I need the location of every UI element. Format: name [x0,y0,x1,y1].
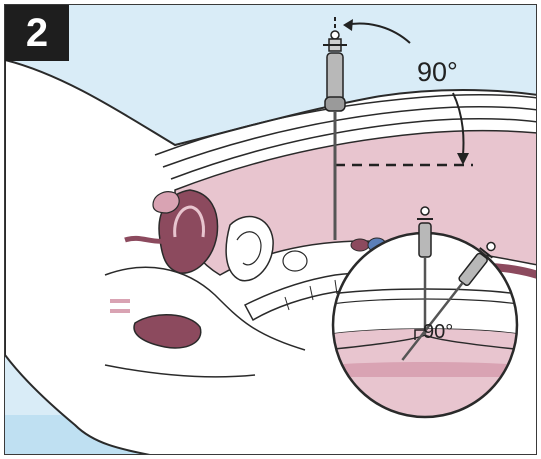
illustration-frame: 2 90° 90° [4,4,537,455]
curved-arrow-icon [345,24,410,43]
angle-label-main: 90° [417,57,458,88]
step-number-badge: 2 [5,5,69,61]
vessel [351,239,369,251]
curved-arrow-head [343,19,353,31]
fallopian-tube [125,238,165,241]
intestine-loop [283,251,307,271]
angle-label-inset: 90° [423,321,453,344]
